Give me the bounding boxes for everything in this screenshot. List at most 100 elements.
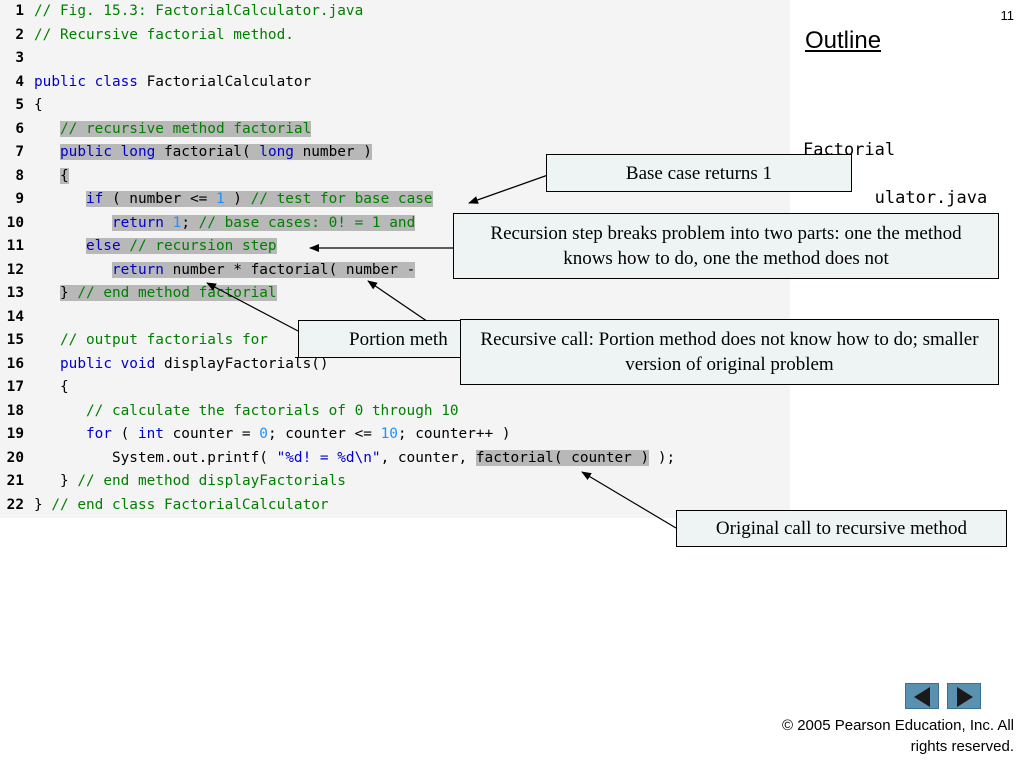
code-line: 20 System.out.printf( "%d! = %d\n", coun…: [0, 447, 675, 471]
code-line: 22} // end class FactorialCalculator: [0, 494, 329, 518]
code-line: 3: [0, 47, 34, 71]
code-line: 13 } // end method factorial: [0, 282, 277, 306]
code-token: [34, 191, 86, 207]
code-token: ): [224, 191, 251, 207]
next-slide-button[interactable]: [947, 683, 981, 709]
code-token: return: [111, 214, 173, 231]
line-number: 8: [15, 167, 24, 184]
code-line: 11 else // recursion step: [0, 235, 277, 259]
code-token: return: [111, 261, 173, 278]
code-token: public class: [34, 73, 147, 90]
right-arrow-icon: [957, 687, 973, 707]
line-number: 6: [15, 120, 24, 137]
code-token: // recursive method factorial: [60, 120, 312, 137]
callout-recursion-step: Recursion step breaks problem into two p…: [453, 213, 999, 279]
code-token: // Fig. 15.3: FactorialCalculator.java: [34, 3, 364, 19]
previous-slide-button[interactable]: [905, 683, 939, 709]
code-line: 8 {: [0, 165, 69, 189]
callout-original-call: Original call to recursive method: [676, 510, 1007, 547]
line-number: 18: [6, 402, 24, 419]
code-token: public long: [60, 144, 164, 160]
code-token: // end method factorial: [77, 285, 277, 301]
code-token: 10: [380, 426, 398, 442]
callout-recursive-call: Recursive call: Portion method does not …: [460, 319, 999, 385]
code-token: (: [120, 426, 138, 442]
code-token: 1: [215, 191, 225, 207]
code-token: ( number <=: [111, 191, 216, 207]
line-number: 21: [6, 473, 24, 489]
code-token: number * factorial( number -: [172, 261, 416, 278]
code-token: // end class FactorialCalculator: [51, 496, 329, 513]
code-token: // recursion step: [129, 238, 277, 254]
code-line: 17 {: [0, 376, 69, 400]
code-line: 12 return number * factorial( number -: [0, 259, 416, 283]
line-number: 4: [15, 73, 24, 90]
line-number: 17: [6, 379, 24, 395]
code-token: for: [85, 426, 121, 442]
code-token: factorial( counter ): [475, 449, 650, 466]
code-token: [34, 332, 60, 348]
line-number: 20: [6, 449, 24, 466]
line-number: 16: [6, 355, 24, 372]
code-token: , counter,: [380, 449, 476, 466]
code-token: 0: [259, 426, 268, 442]
code-token: // calculate the factorials of 0 through…: [85, 402, 459, 419]
line-number: 13: [6, 285, 24, 301]
code-line: 6 // recursive method factorial: [0, 118, 312, 142]
code-token: if: [85, 191, 112, 207]
code-token: public void: [60, 355, 164, 372]
code-token: // output factorials for: [60, 332, 268, 348]
code-line: 5{: [0, 94, 43, 118]
line-number: 3: [15, 50, 24, 66]
code-line: 1// Fig. 15.3: FactorialCalculator.java: [0, 0, 363, 24]
code-token: "%d! = %d\n": [276, 449, 381, 466]
code-token: }: [34, 473, 78, 489]
line-number: 5: [15, 97, 24, 113]
code-token: [34, 238, 86, 254]
code-token: // base cases: 0! = 1 and: [198, 214, 416, 231]
code-token: 1: [172, 214, 182, 231]
code-line: 7 public long factorial( long number ): [0, 141, 372, 165]
code-token: FactorialCalculator: [146, 73, 312, 90]
code-token: int: [137, 426, 173, 442]
code-token: [34, 285, 60, 301]
code-line: 14: [0, 306, 34, 330]
page-number: 11: [1000, 8, 1015, 23]
code-token: // test for base case: [250, 191, 433, 207]
line-number: 15: [6, 332, 24, 348]
code-token: [34, 403, 86, 419]
code-token: long: [259, 144, 303, 160]
code-line: 16 public void displayFactorials(): [0, 353, 329, 377]
outline-link[interactable]: Outline: [805, 27, 882, 54]
code-token: }: [60, 285, 78, 301]
code-line: 15 // output factorials for: [0, 329, 268, 353]
code-line: 21 } // end method displayFactorials: [0, 470, 346, 494]
code-line: 18 // calculate the factorials of 0 thro…: [0, 400, 459, 424]
code-token: System.out.printf(: [34, 449, 277, 466]
code-token: [34, 356, 60, 372]
line-number: 12: [6, 261, 24, 278]
code-line: 2// Recursive factorial method.: [0, 24, 294, 48]
code-token: number ): [302, 144, 372, 160]
code-line: 4 public class FactorialCalculator: [0, 71, 311, 95]
line-number: 22: [6, 496, 24, 513]
code-token: else: [85, 238, 130, 254]
code-token: factorial(: [163, 144, 260, 160]
code-line: 10 return 1; // base cases: 0! = 1 and: [0, 212, 416, 236]
code-token: [34, 168, 60, 184]
copyright-notice: © 2005 Pearson Education, Inc. All right…: [781, 717, 1014, 755]
line-number: 11: [6, 238, 24, 254]
code-token: [34, 426, 86, 442]
code-line: 9 if ( number <= 1 ) // test for base ca…: [0, 188, 433, 212]
code-token: // Recursive factorial method.: [34, 26, 294, 43]
code-token: // end method displayFactorials: [77, 473, 346, 489]
code-line: 19 for ( int counter = 0; counter <= 10;…: [0, 423, 511, 447]
code-token: [34, 121, 60, 137]
code-token: }: [34, 496, 52, 513]
line-number: 9: [15, 191, 24, 207]
callout-base-case: Base case returns 1: [546, 154, 852, 192]
code-token: ; counter++ ): [397, 426, 511, 442]
code-token: displayFactorials(): [163, 355, 329, 372]
code-token: {: [34, 97, 43, 113]
code-token: {: [34, 379, 69, 395]
